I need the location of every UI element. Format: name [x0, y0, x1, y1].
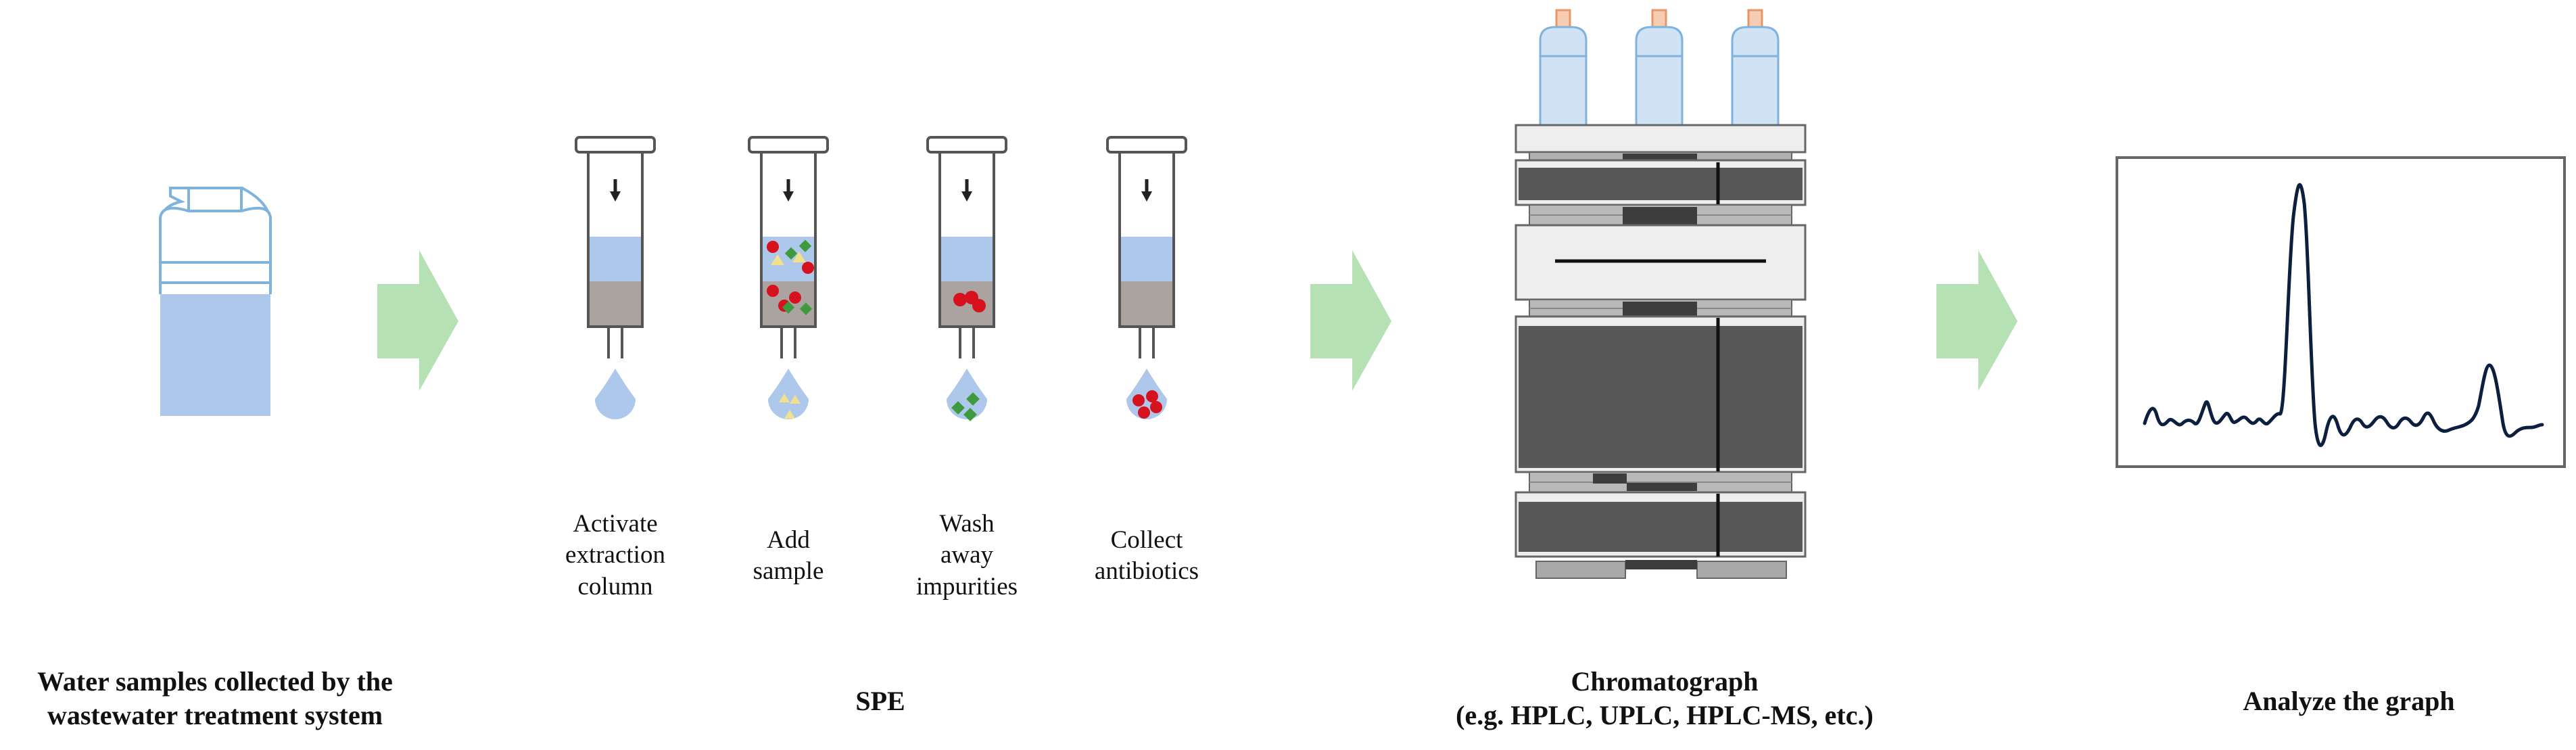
stage-label-water: Water samples collected by the wastewate…: [37, 666, 393, 730]
stage-label-chromatograph: Chromatograph (e.g. HPLC, UPLC, HPLC-MS,…: [1456, 666, 1874, 730]
drop-add-sample-icon: [768, 369, 809, 419]
solvent-bottles-icon: [1539, 9, 1780, 126]
spe-column-add-sample: [748, 136, 829, 419]
chromatogram-trace: [2143, 183, 2544, 448]
flow-arrow-3: [1936, 250, 2018, 391]
step-label-collect: Collect antibiotics: [1094, 526, 1199, 586]
flow-arrow-2: [1310, 250, 1391, 391]
chromatograph-instrument-icon: [1514, 9, 1807, 579]
flow-arrow-1: [377, 250, 458, 391]
stage-label-graph: Analyze the graph: [2243, 686, 2455, 716]
stage-label-spe: SPE: [855, 686, 905, 716]
chromatogram-graph: [2116, 156, 2566, 468]
step-label-add-sample: Add sample: [753, 526, 824, 586]
step-label-activate: Activate extraction column: [565, 510, 665, 601]
step-label-wash: Wash away impurities: [915, 510, 1018, 601]
spe-column-wash: [926, 136, 1007, 421]
drop-activate-icon: [595, 369, 636, 419]
spe-column-collect: [1106, 136, 1187, 419]
spe-column-activate: [575, 136, 656, 419]
water-bottle-icon: [159, 187, 272, 416]
